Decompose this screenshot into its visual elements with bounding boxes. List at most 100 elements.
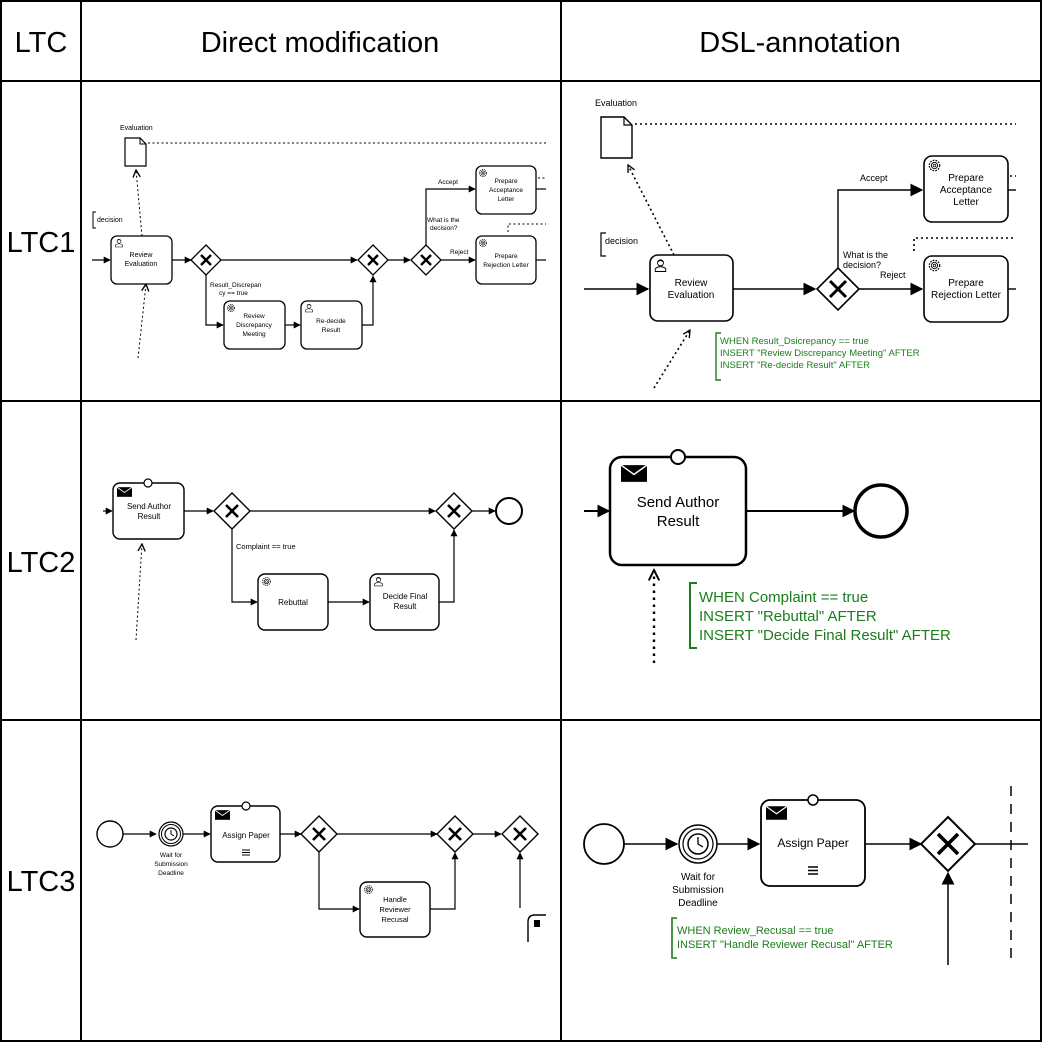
multi-instance-icon — [242, 849, 250, 856]
svg-text:Review: Review — [243, 313, 265, 320]
svg-text:Rebuttal: Rebuttal — [278, 598, 308, 607]
svg-text:Submission: Submission — [672, 885, 724, 896]
svg-text:Decide Final: Decide Final — [383, 592, 428, 601]
gateway-x-icon — [213, 492, 251, 530]
header-direct-modification: Direct modification — [201, 27, 440, 59]
svg-text:Result: Result — [657, 513, 700, 530]
svg-text:Prepare: Prepare — [494, 253, 518, 260]
gateway-x-icon — [919, 815, 977, 873]
task-prepare-acceptance-letter: Prepare Acceptance Letter — [475, 165, 537, 215]
task-review-evaluation: Review Evaluation — [649, 254, 734, 322]
svg-text:Deadline: Deadline — [158, 870, 184, 877]
svg-text:Accept: Accept — [438, 179, 458, 186]
svg-text:Letter: Letter — [498, 196, 515, 203]
header-ltc: LTC — [15, 27, 68, 59]
row-label-ltc3: LTC3 — [7, 866, 76, 898]
gateway-x-icon — [190, 244, 222, 276]
svg-text:INSERT "Decide Final Result" A: INSERT "Decide Final Result" AFTER — [699, 627, 951, 644]
svg-text:Letter: Letter — [953, 197, 979, 208]
svg-text:Evaluation: Evaluation — [668, 290, 715, 301]
gateway-x-icon — [501, 815, 539, 853]
document-icon — [600, 116, 633, 159]
gateway-x-icon — [436, 815, 474, 853]
svg-text:decision: decision — [605, 236, 638, 246]
svg-text:Rejection Letter: Rejection Letter — [931, 290, 1002, 301]
ltc3-direct-diagram: Wait for Submission Deadline Assign Pape… — [96, 801, 546, 942]
svg-text:INSERT "Re-decide Result" AFTE: INSERT "Re-decide Result" AFTER — [720, 360, 870, 371]
svg-text:What is the: What is the — [427, 217, 460, 224]
timer-icon — [158, 821, 184, 847]
svg-text:Review: Review — [130, 252, 154, 259]
task-decide-final-result: Decide Final Result — [369, 573, 440, 631]
gateway-x-icon — [410, 244, 442, 276]
envelope-icon — [117, 487, 132, 497]
svg-text:WHEN Complaint == true: WHEN Complaint == true — [699, 589, 868, 606]
svg-text:Review: Review — [675, 278, 709, 289]
svg-text:Deadline: Deadline — [678, 898, 718, 909]
task-assign-paper: Assign Paper — [760, 794, 866, 887]
svg-text:WHEN Review_Recusal == true: WHEN Review_Recusal == true — [677, 925, 834, 937]
svg-text:INSERT "Review Discrepancy Mee: INSERT "Review Discrepancy Meeting" AFTE… — [720, 348, 920, 359]
dsl-annotation-ltc1: WHEN Result_Dsicrepancy == true INSERT "… — [715, 332, 920, 381]
svg-text:Acceptance: Acceptance — [940, 185, 993, 196]
svg-text:Recusal: Recusal — [381, 915, 408, 924]
svg-text:Result: Result — [394, 602, 417, 611]
svg-text:Complaint == true: Complaint == true — [236, 542, 296, 551]
svg-text:Result: Result — [138, 512, 161, 521]
svg-text:WHEN Result_Dsicrepancy == tru: WHEN Result_Dsicrepancy == true — [720, 336, 869, 347]
envelope-icon — [215, 810, 230, 820]
svg-text:Result_Discrepan: Result_Discrepan — [210, 282, 262, 289]
task-rebuttal: Rebuttal — [257, 573, 329, 631]
row-label-ltc2: LTC2 — [7, 547, 76, 579]
envelope-icon — [621, 465, 647, 482]
row-label-ltc1: LTC1 — [7, 227, 76, 259]
start-event — [583, 823, 625, 865]
svg-text:Reviewer: Reviewer — [379, 905, 411, 914]
svg-text:Reject: Reject — [880, 270, 906, 280]
ltc2-direct-diagram: Send Author Result Complaint == true Reb… — [103, 478, 523, 641]
svg-text:Reject: Reject — [450, 249, 469, 256]
svg-text:Accept: Accept — [860, 173, 888, 183]
svg-text:Meeting: Meeting — [242, 331, 266, 338]
svg-text:Prepare: Prepare — [494, 178, 518, 185]
svg-text:Send Author: Send Author — [127, 502, 171, 511]
ltc1-direct-diagram: Evaluation decision Review Evaluation Re… — [92, 125, 546, 359]
evaluation-label: Evaluation — [120, 125, 153, 132]
svg-text:Submission: Submission — [154, 861, 188, 868]
svg-text:Re-decide: Re-decide — [316, 318, 346, 325]
task-re-decide-result: Re-decide Result — [300, 300, 363, 350]
svg-text:INSERT "Rebuttal" AFTER: INSERT "Rebuttal" AFTER — [699, 608, 877, 625]
svg-text:Wait for: Wait for — [681, 872, 716, 883]
ltc2-dsl-diagram: Send Author Result WHEN Complaint == tru… — [584, 449, 951, 663]
ltc3-dsl-diagram: Wait for Submission Deadline Assign Pape… — [583, 786, 1028, 966]
task-handle-reviewer-recusal: Handle Reviewer Recusal — [359, 881, 431, 938]
task-prepare-acceptance-letter: Prepare Acceptance Letter — [923, 155, 1009, 223]
svg-text:What is the: What is the — [843, 250, 888, 260]
dsl-annotation-ltc3: WHEN Review_Recusal == true INSERT "Hand… — [671, 917, 893, 959]
svg-text:Send Author: Send Author — [637, 494, 720, 511]
envelope-icon — [766, 806, 787, 820]
svg-text:Prepare: Prepare — [948, 278, 984, 289]
svg-text:Prepare: Prepare — [948, 173, 984, 184]
task-assign-paper: Assign Paper — [210, 801, 281, 863]
svg-text:cy == true: cy == true — [219, 290, 248, 297]
task-prepare-rejection-letter: Prepare Rejection Letter — [475, 235, 537, 285]
svg-text:decision?: decision? — [430, 225, 458, 232]
svg-text:Rejection Letter: Rejection Letter — [483, 262, 529, 269]
end-event — [853, 483, 909, 539]
document-icon — [124, 137, 147, 167]
svg-text:Handle: Handle — [383, 895, 407, 904]
task-review-discrepancy-meeting: Review Discrepancy Meeting — [223, 300, 286, 350]
svg-text:Assign Paper: Assign Paper — [777, 836, 848, 850]
task-send-author-result: Send Author Result — [608, 449, 748, 567]
ltc1-dsl-diagram: Evaluation decision Review Evaluation Ac… — [584, 98, 1016, 389]
svg-text:Discrepancy: Discrepancy — [236, 322, 273, 329]
header-dsl-annotation: DSL-annotation — [699, 27, 901, 59]
gateway-x-icon — [357, 244, 389, 276]
gateway-x-icon — [815, 266, 861, 312]
multi-instance-icon — [808, 866, 818, 875]
svg-text:Wait for: Wait for — [160, 852, 183, 859]
